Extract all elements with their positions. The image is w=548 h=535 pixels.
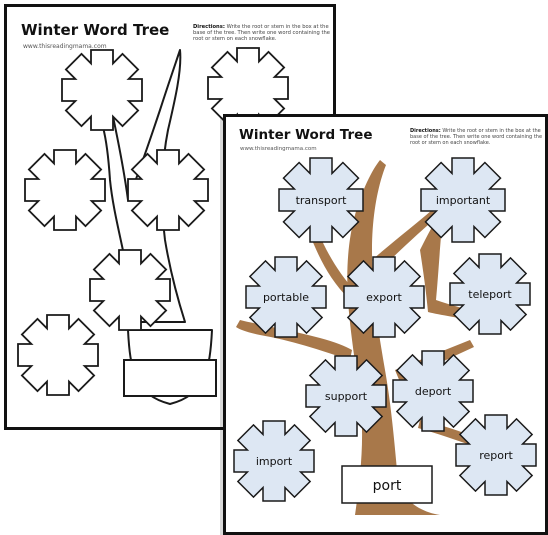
blank-snowflake [89,249,171,331]
snowflake-support [305,355,387,437]
snowflake-word: teleport [468,288,512,301]
snowflake-export [343,256,425,338]
snowflake-word: transport [296,194,348,207]
snowflake-import [233,420,315,502]
front-sheet-title: Winter Word Tree [239,127,373,143]
blank-snowflake [61,49,143,131]
blank-root-box [123,359,217,397]
snowflake-portable [245,256,327,338]
branch-right-up [372,210,438,270]
root-word-label: port [373,478,402,494]
snowflake-important [420,157,506,243]
snowflake-transport [278,157,364,243]
snowflake-word: portable [263,291,309,304]
front-sheet-directions: Directions: Write the root or stem in th… [410,128,545,146]
snowflake-word: support [325,390,368,403]
snowflake-word: deport [415,385,452,398]
blank-snowflake [127,149,209,231]
snowflake-word: export [366,291,402,304]
root-word-box [341,465,433,504]
back-directions-label: Directions: [193,24,225,30]
snowflake-report [455,414,537,496]
snowflake-word: import [256,455,293,468]
snowflake-deport [392,350,474,432]
blank-snowflake [17,314,99,396]
snowflake-word: report [479,449,513,462]
front-directions-text: Write the root or stem in the box at the… [410,128,543,146]
branch-left-mid [310,232,356,300]
front-directions-label: Directions: [410,128,441,134]
back-sheet-directions: Directions: Write the root or stem in th… [193,24,333,43]
back-sheet-website: www.thisreadingmama.com [23,43,107,50]
back-sheet-title: Winter Word Tree [21,21,170,39]
front-sheet-website: www.thisreadingmama.com [240,146,317,152]
branch-right-far [420,222,485,322]
snowflake-teleport [449,253,531,335]
back-directions-text: Write the root or stem in the box at the… [193,24,330,42]
snowflake-word: important [436,194,491,207]
blank-snowflake [24,149,106,231]
